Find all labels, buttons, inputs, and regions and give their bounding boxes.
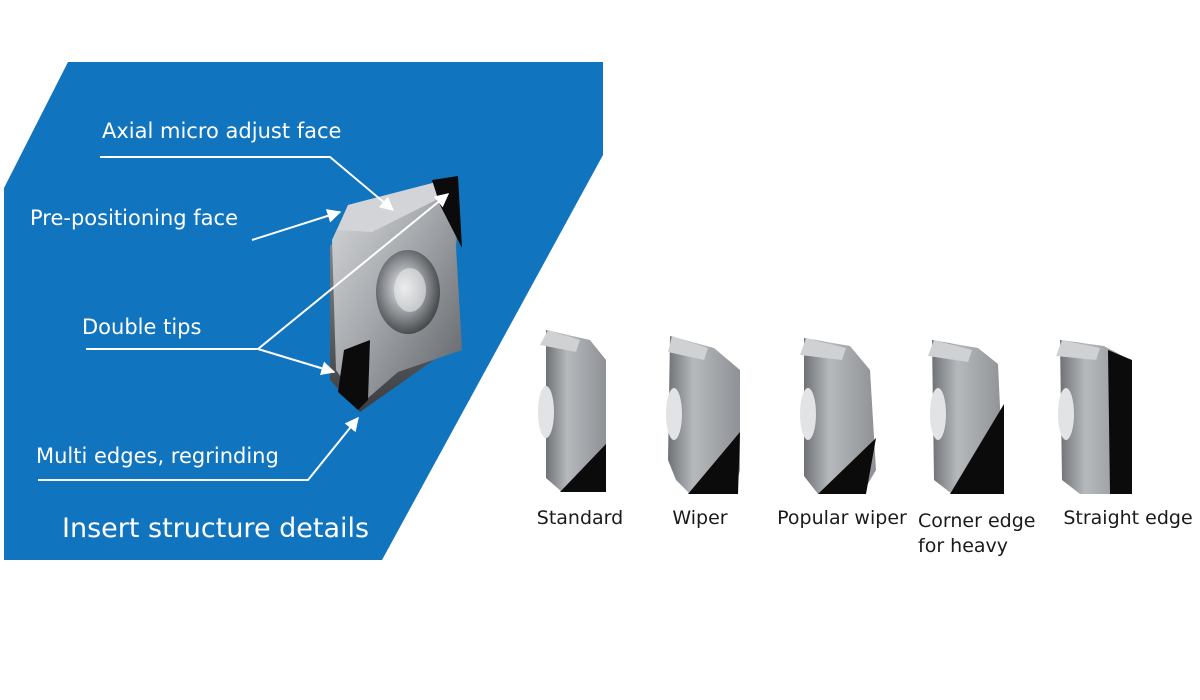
variant-popular-wiper-image — [800, 338, 876, 494]
leader-axial — [100, 156, 395, 211]
label-double-tips: Double tips — [82, 315, 202, 339]
caption-popular-wiper: Popular wiper — [777, 507, 907, 529]
insert-top-face — [338, 178, 452, 232]
label-multi-edges-regrinding: Multi edges, regrinding — [36, 444, 279, 468]
caption-wiper: Wiper — [672, 507, 728, 529]
label-pre-positioning-face: Pre-positioning face — [30, 206, 239, 230]
carbide-edge-bottom — [338, 340, 370, 410]
caption-standard: Standard — [536, 507, 624, 529]
caption-corner-edge-for-heavy: Corner edge for heavy — [918, 510, 1036, 557]
caption-straight-edge: Straight edge — [1063, 507, 1193, 529]
variant-straight-edge-image — [1056, 340, 1132, 494]
label-axial-micro-adjust-face: Axial micro adjust face — [102, 119, 342, 143]
variant-wiper-image — [666, 336, 740, 494]
panel-title: Insert structure details — [62, 513, 370, 544]
leader-prepos — [251, 209, 342, 241]
leader-multi — [38, 416, 359, 481]
leader-double-b — [257, 348, 336, 376]
variant-standard-image — [538, 330, 606, 492]
variant-corner-edge-image — [928, 340, 1004, 494]
main-insert-illustration — [330, 176, 462, 412]
leader-lines — [38, 156, 450, 481]
